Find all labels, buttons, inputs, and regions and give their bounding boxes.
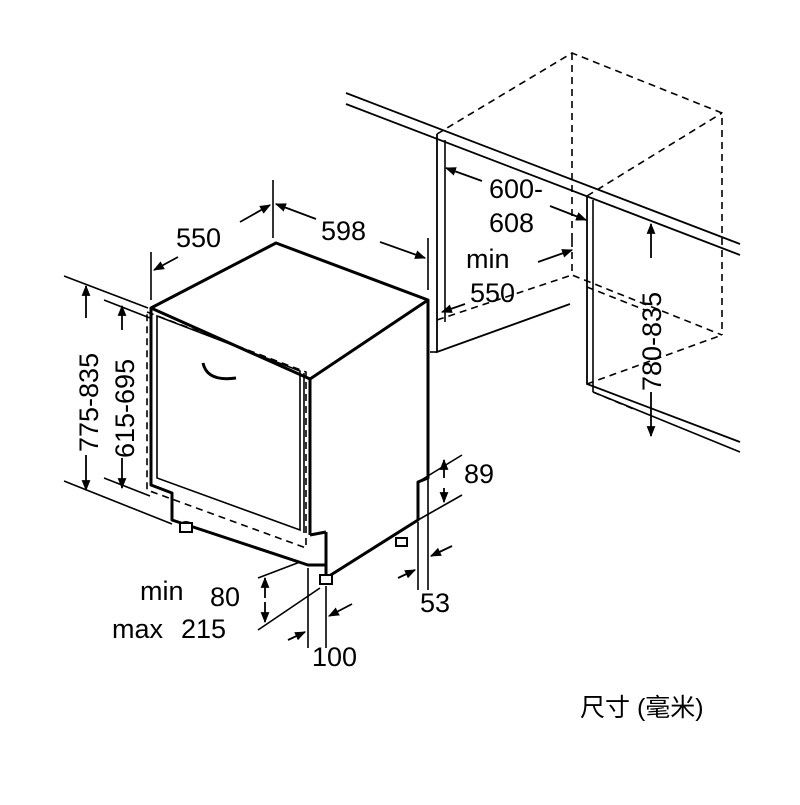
foot-setback-dimension: 100 — [287, 568, 357, 672]
niche-depth-label-line2: 550 — [470, 278, 515, 308]
dishwasher-top — [149, 241, 430, 381]
niche-outline-floor-front — [586, 286, 646, 311]
width-dimension: 598 — [274, 203, 429, 290]
countertop-edge-bottom — [345, 103, 741, 256]
foot-front-right-stem — [319, 574, 333, 585]
depth-arrow-right — [239, 204, 271, 223]
depth-dimension: 550 — [150, 180, 274, 300]
plinth-height-min-word: min — [140, 576, 184, 606]
niche-depth-dimension: min 550 — [440, 244, 574, 313]
foot-setback-arrow-right — [328, 603, 353, 617]
total-height-dimension: 775-835 — [63, 275, 173, 525]
total-height-label: 775-835 — [74, 353, 104, 452]
niche-depth-arrow-back — [537, 249, 574, 263]
plinth-height-extension-top — [257, 561, 301, 579]
plinth-height-extension-bottom — [257, 587, 321, 631]
right-cabinet-floor — [592, 391, 741, 453]
plinth-depth-dimension: 89 — [417, 454, 494, 521]
units-caption: 尺寸 (毫米) — [580, 694, 704, 722]
countertop-edge-top — [345, 92, 741, 245]
niche-outline-back — [436, 52, 723, 335]
niche-width-label-line1: 600- — [489, 174, 543, 204]
dishwasher-unit — [146, 241, 430, 585]
foot-setback-arrow-left — [287, 631, 306, 641]
niche-height-dimension: 780-835 — [637, 222, 667, 438]
depth-arrow-left — [153, 256, 179, 271]
dishwasher-front-bottom — [309, 530, 327, 537]
niche-width-arrow-left — [444, 167, 483, 182]
plinth-offset-arrow-left — [397, 569, 416, 579]
door-panel — [156, 314, 301, 532]
width-label: 598 — [321, 216, 366, 246]
left-cabinet-panel — [436, 134, 571, 354]
plinth-height-dimension: min 80 max 215 — [112, 561, 321, 644]
decor-door-outline — [146, 310, 307, 550]
door-height-extension-bottom — [103, 477, 151, 497]
door-height-extension-top — [103, 299, 151, 319]
total-height-extension-top — [63, 275, 149, 309]
width-arrow-left — [274, 203, 317, 220]
plinth-depth-extension-top — [417, 454, 463, 483]
foot-back-right-stem — [395, 537, 408, 547]
width-arrow-right — [379, 241, 427, 259]
plinth-depth-label: 89 — [464, 459, 494, 489]
niche-width-label-line2: 608 — [489, 208, 534, 238]
plinth-height-min-value: 80 — [210, 582, 240, 612]
foot-setback-label: 100 — [312, 642, 357, 672]
plinth-height-max-value: 215 — [181, 614, 226, 644]
niche-outline-right-top — [586, 112, 723, 197]
niche-outline-plinth — [592, 391, 637, 411]
door-height-dimension: 615-695 — [103, 299, 151, 497]
niche-depth-arrow-front — [440, 303, 466, 313]
niche-width-arrow-right — [549, 205, 588, 221]
plinth-height-max-word: max — [112, 614, 164, 644]
depth-label: 550 — [176, 223, 221, 253]
niche-depth-label-line1: min — [466, 244, 510, 274]
plinth-offset-dimension: 53 — [397, 478, 453, 618]
dishwasher-body-outline — [149, 300, 430, 580]
door-handle — [201, 362, 237, 381]
niche-width-dimension: 600- 608 — [444, 167, 588, 238]
niche-height-label: 780-835 — [637, 292, 667, 391]
kitchen-niche — [345, 52, 741, 453]
door-height-label: 615-695 — [110, 359, 140, 458]
plinth-offset-label: 53 — [420, 588, 450, 618]
foot-front-left-stem — [179, 522, 193, 533]
plinth-offset-arrow-right — [430, 545, 453, 557]
plinth-depth-extension-bottom — [417, 494, 463, 521]
